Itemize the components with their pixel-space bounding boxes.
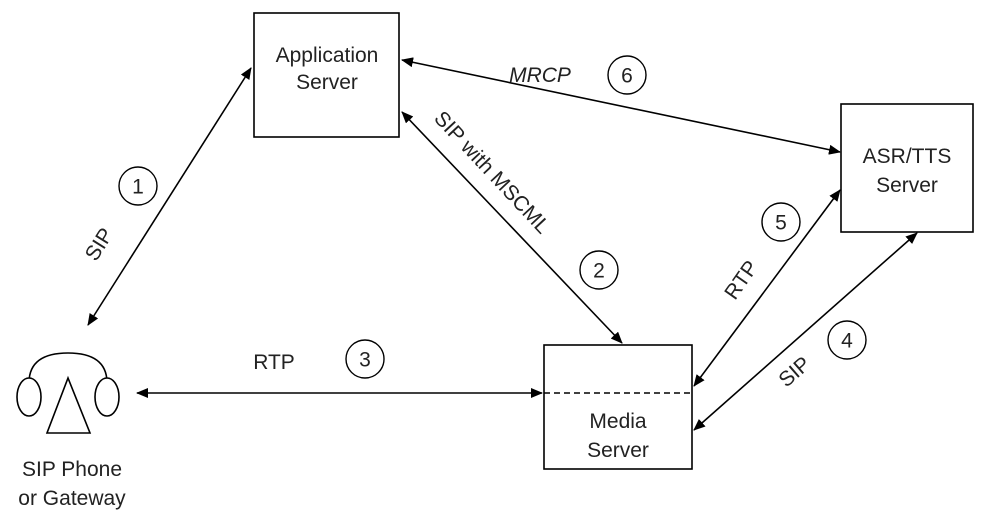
application-server-label-line2: Server bbox=[296, 71, 358, 94]
media-server-node: Media Server bbox=[543, 344, 693, 470]
link-sip-phone-app-line bbox=[87, 67, 252, 326]
sip-phone-node: SIP Phone or Gateway bbox=[16, 352, 126, 510]
link-media-asr-rtp-line bbox=[693, 189, 841, 387]
link-app-media: SIP with MSCML 2 bbox=[401, 107, 623, 344]
headset-icon bbox=[16, 352, 120, 434]
svg-text:3: 3 bbox=[359, 349, 371, 372]
link-media-asr-sip: SIP 4 bbox=[693, 232, 918, 431]
application-server-label-line1: Application bbox=[276, 44, 379, 67]
media-server-label-line2: Server bbox=[587, 439, 649, 462]
svg-text:1: 1 bbox=[132, 176, 144, 199]
link-media-asr-sip-label: SIP bbox=[774, 352, 815, 392]
asr-tts-server-box bbox=[840, 103, 974, 233]
link-sip-phone-media: RTP 3 bbox=[136, 339, 543, 398]
step-5-badge: 5 bbox=[761, 202, 801, 242]
link-media-asr-rtp-label: RTP bbox=[720, 257, 763, 304]
media-server-box bbox=[543, 344, 693, 470]
svg-text:4: 4 bbox=[841, 330, 853, 353]
sip-phone-label-line2: or Gateway bbox=[18, 487, 126, 510]
step-4-badge: 4 bbox=[827, 320, 867, 360]
step-1-badge: 1 bbox=[118, 166, 158, 206]
link-sip-phone-app-label: SIP bbox=[81, 224, 118, 265]
application-server-node: Application Server bbox=[253, 12, 400, 138]
link-app-asr: MRCP 6 bbox=[401, 55, 841, 155]
link-app-asr-line bbox=[401, 57, 841, 155]
sip-phone-label-line1: SIP Phone bbox=[22, 458, 122, 481]
link-app-media-line bbox=[401, 111, 623, 344]
link-media-asr-rtp: RTP 5 bbox=[693, 189, 841, 387]
link-app-media-label: SIP with MSCML bbox=[429, 107, 554, 238]
link-sip-phone-app: SIP 1 bbox=[81, 67, 252, 326]
asr-tts-server-label-line2: Server bbox=[876, 174, 938, 197]
link-sip-phone-media-label: RTP bbox=[253, 351, 295, 374]
link-media-asr-sip-line bbox=[693, 232, 918, 431]
svg-text:5: 5 bbox=[775, 212, 787, 235]
asr-tts-server-node: ASR/TTS Server bbox=[840, 103, 974, 233]
svg-text:6: 6 bbox=[621, 65, 633, 88]
link-app-asr-label: MRCP bbox=[509, 64, 571, 87]
svg-text:2: 2 bbox=[593, 260, 605, 283]
asr-tts-server-label-line1: ASR/TTS bbox=[863, 145, 952, 168]
step-2-badge: 2 bbox=[579, 250, 619, 290]
application-server-box bbox=[253, 12, 400, 138]
media-server-label-line1: Media bbox=[589, 410, 647, 433]
step-3-badge: 3 bbox=[345, 339, 385, 379]
step-6-badge: 6 bbox=[607, 55, 647, 95]
